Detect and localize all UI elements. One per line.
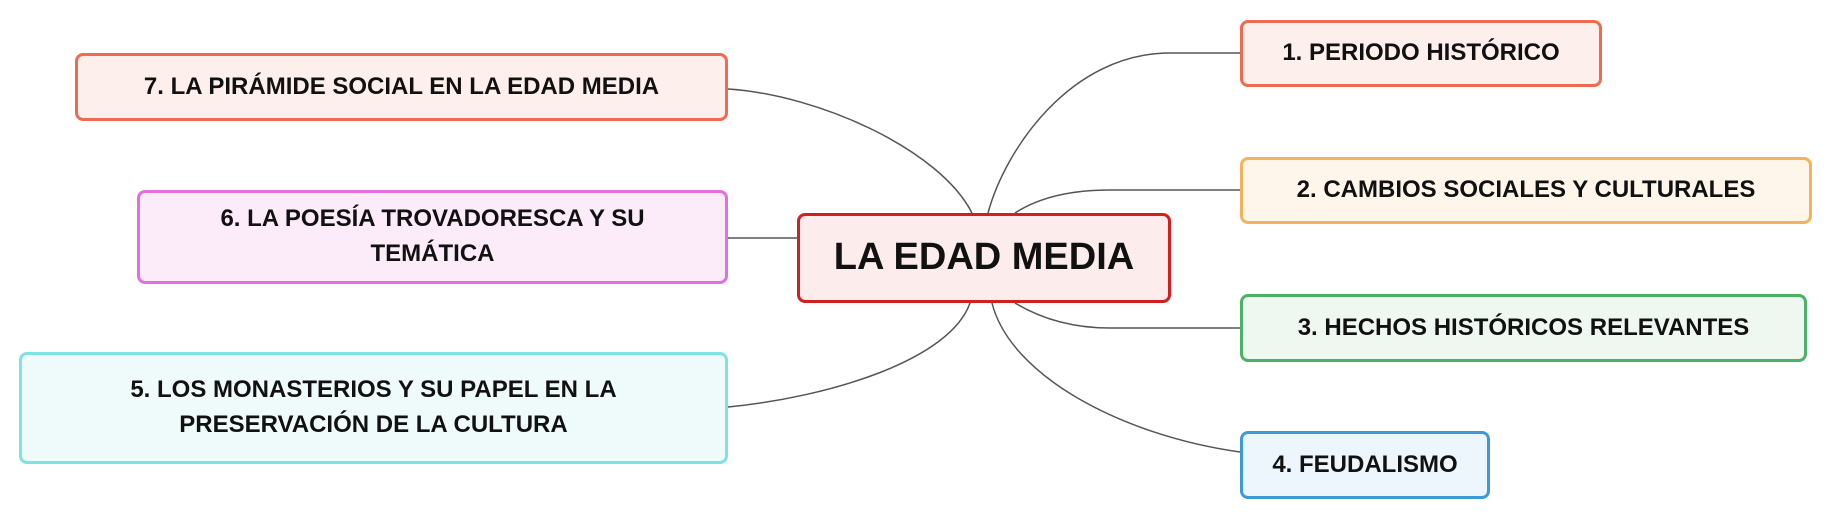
topic-5-monasterios[interactable]: 5. LOS MONASTERIOS Y SU PAPEL EN LA PRES… — [19, 352, 728, 464]
topic-6-label: 6. LA POESÍA TROVADORESCA Y SU TEMÁTICA — [220, 205, 645, 267]
connector-center-to-topic-1 — [987, 52, 1240, 214]
topic-4-label: 4. FEUDALISMO — [1272, 450, 1458, 478]
topic-3-label: 3. HECHOS HISTÓRICOS RELEVANTES — [1297, 313, 1750, 341]
topic-7-label: 7. LA PIRÁMIDE SOCIAL EN LA EDAD MEDIA — [143, 72, 660, 100]
central-topic[interactable]: LA EDAD MEDIA — [797, 213, 1171, 303]
topic-2-cambios-sociales[interactable]: 2. CAMBIOS SOCIALES Y CULTURALES — [1240, 157, 1812, 224]
topic-1-periodo-historico[interactable]: 1. PERIODO HISTÓRICO — [1240, 20, 1602, 87]
connector-center-to-topic-2 — [1014, 189, 1240, 214]
topic-3-hechos-historicos[interactable]: 3. HECHOS HISTÓRICOS RELEVANTES — [1240, 294, 1807, 362]
topic-1-label: 1. PERIODO HISTÓRICO — [1282, 39, 1560, 67]
topic-7-piramide-social[interactable]: 7. LA PIRÁMIDE SOCIAL EN LA EDAD MEDIA — [75, 53, 728, 121]
topic-5-label: 5. LOS MONASTERIOS Y SU PAPEL EN LA PRES… — [130, 376, 617, 438]
connector-center-to-topic-3 — [1014, 302, 1240, 329]
topic-4-feudalismo[interactable]: 4. FEUDALISMO — [1240, 431, 1490, 499]
central-topic-label: LA EDAD MEDIA — [833, 236, 1135, 279]
connector-center-to-topic-7 — [727, 88, 973, 214]
connector-center-to-topic-5 — [727, 302, 971, 408]
connector-center-to-topic-4 — [991, 302, 1241, 453]
topic-6-poesia-trovadoresca[interactable]: 6. LA POESÍA TROVADORESCA Y SU TEMÁTICA — [137, 190, 728, 284]
topic-2-label: 2. CAMBIOS SOCIALES Y CULTURALES — [1296, 176, 1756, 204]
